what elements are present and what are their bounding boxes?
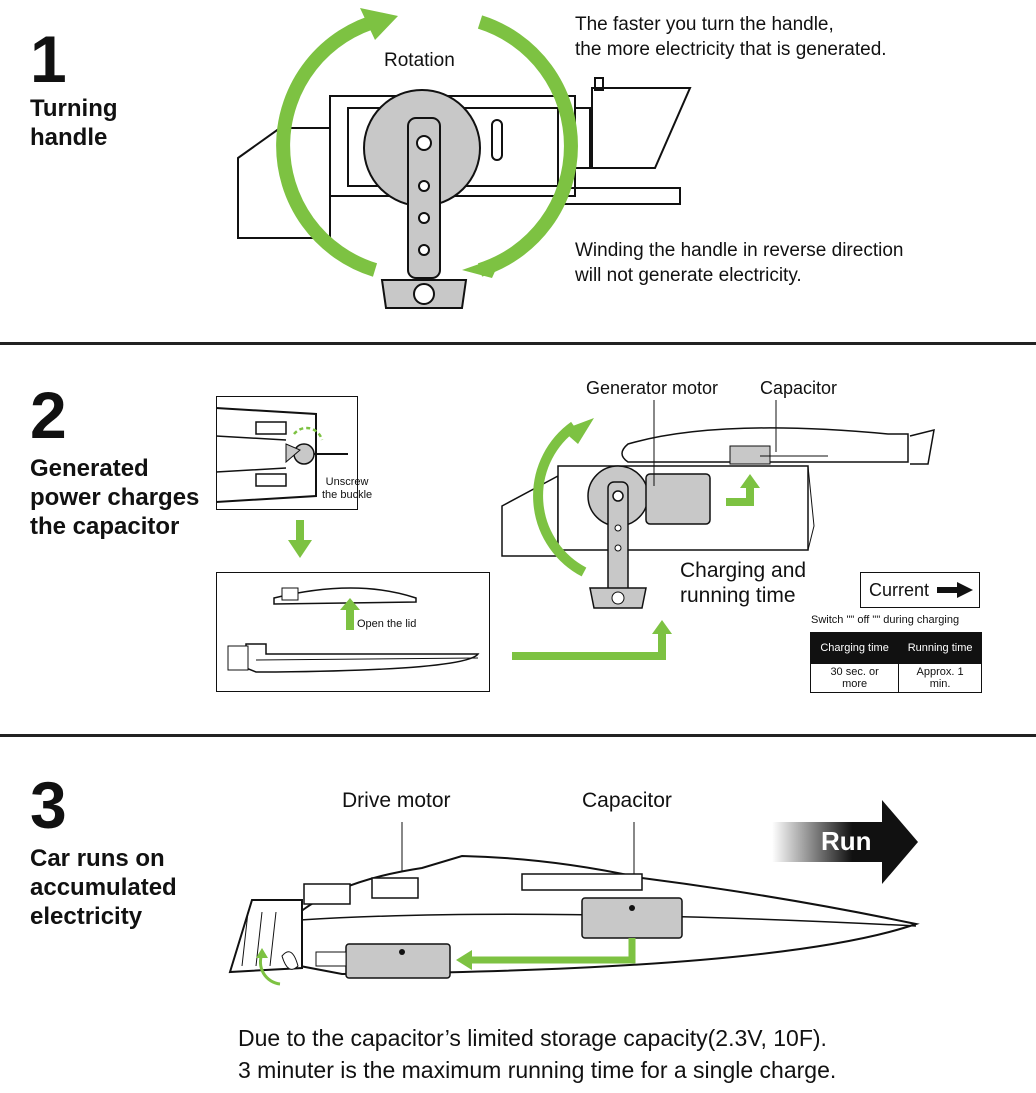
unscrew-label-line-2: the buckle (322, 489, 373, 501)
right-arrow-icon (937, 582, 974, 598)
charging-time-table: Charging time Running time 30 sec. or mo… (809, 632, 982, 693)
step-2-number: 2 (30, 378, 67, 452)
step-3-heading-line-2: accumulated (30, 874, 177, 901)
step-3-number: 3 (30, 768, 67, 842)
step-3-heading: Car runs on accumulated electricity (30, 844, 177, 931)
capacitor-label-step-3: Capacitor (582, 789, 672, 812)
table-header-row: Charging time Running time (809, 632, 982, 664)
unscrew-buckle-label: Unscrew the buckle (322, 476, 372, 502)
connector-arrow-icon (512, 620, 672, 660)
boat-run-illustration (228, 822, 920, 986)
run-arrow-icon (772, 800, 918, 884)
step-2-heading-line-1: Generated (30, 455, 149, 482)
reverse-direction-note: Winding the handle in reverse direction … (575, 238, 903, 288)
unscrew-label-line-1: Unscrew (325, 476, 369, 488)
step-3-heading-line-3: electricity (30, 903, 143, 930)
charging-illustration (501, 418, 935, 609)
capacity-footnote: Due to the capacitor’s limited storage c… (238, 1022, 836, 1086)
capacitor-label-step-2: Capacitor (760, 378, 838, 398)
handle-rotation-illustration (237, 8, 692, 309)
rotation-label: Rotation (384, 50, 455, 71)
step-1-heading-line-2: handle (30, 124, 108, 151)
faster-turn-note-line-1: The faster you turn the handle, (575, 14, 834, 35)
section-divider-2 (0, 734, 1036, 737)
down-arrow-icon (288, 520, 312, 558)
open-lid-illustration (216, 572, 490, 692)
label-leader-lines (653, 400, 777, 486)
current-legend-label: Current (869, 579, 930, 600)
step-3-heading-line-1: Car runs on (30, 845, 165, 872)
faster-turn-note-line-2: the more electricity that is generated. (575, 39, 887, 60)
faster-turn-note: The faster you turn the handle, the more… (575, 12, 887, 62)
run-label: Run (821, 826, 872, 856)
step-2-heading-line-3: the capacitor (30, 513, 180, 540)
step-2-heading-line-2: power charges (30, 484, 200, 511)
reverse-direction-note-line-1: Winding the handle in reverse direction (575, 240, 904, 261)
drive-motor-label: Drive motor (342, 789, 451, 812)
step-1-number: 1 (30, 22, 67, 96)
switch-off-note: Switch "" off "" during charging (811, 614, 960, 626)
reverse-direction-note-line-2: will not generate electricity. (575, 265, 802, 286)
step-2-heading: Generated power charges the capacitor (30, 454, 199, 541)
charging-title-line-2: running time (680, 584, 796, 607)
current-legend: Current (860, 572, 980, 608)
step-1-heading: Turning handle (30, 94, 118, 152)
generator-motor-label: Generator motor (586, 378, 719, 398)
table-row: 30 sec. or more Approx. 1 min. (809, 663, 982, 693)
charging-title-line-1: Charging and (680, 559, 807, 582)
step-1-heading-line-1: Turning (30, 95, 118, 122)
table-header-charging-time: Charging time (809, 632, 900, 664)
table-header-running-time: Running time (898, 632, 982, 664)
open-lid-label: Open the lid (357, 618, 417, 630)
capacity-footnote-line-2: 3 minuter is the maximum running time fo… (238, 1057, 837, 1083)
section-divider-1 (0, 342, 1036, 345)
capacity-footnote-line-1: Due to the capacitor’s limited storage c… (238, 1025, 827, 1051)
table-cell-charging-time: 30 sec. or more (809, 663, 900, 693)
table-cell-running-time: Approx. 1 min. (898, 663, 982, 693)
unscrew-buckle-illustration (216, 396, 358, 510)
charging-running-title: Charging and running time (680, 558, 806, 608)
